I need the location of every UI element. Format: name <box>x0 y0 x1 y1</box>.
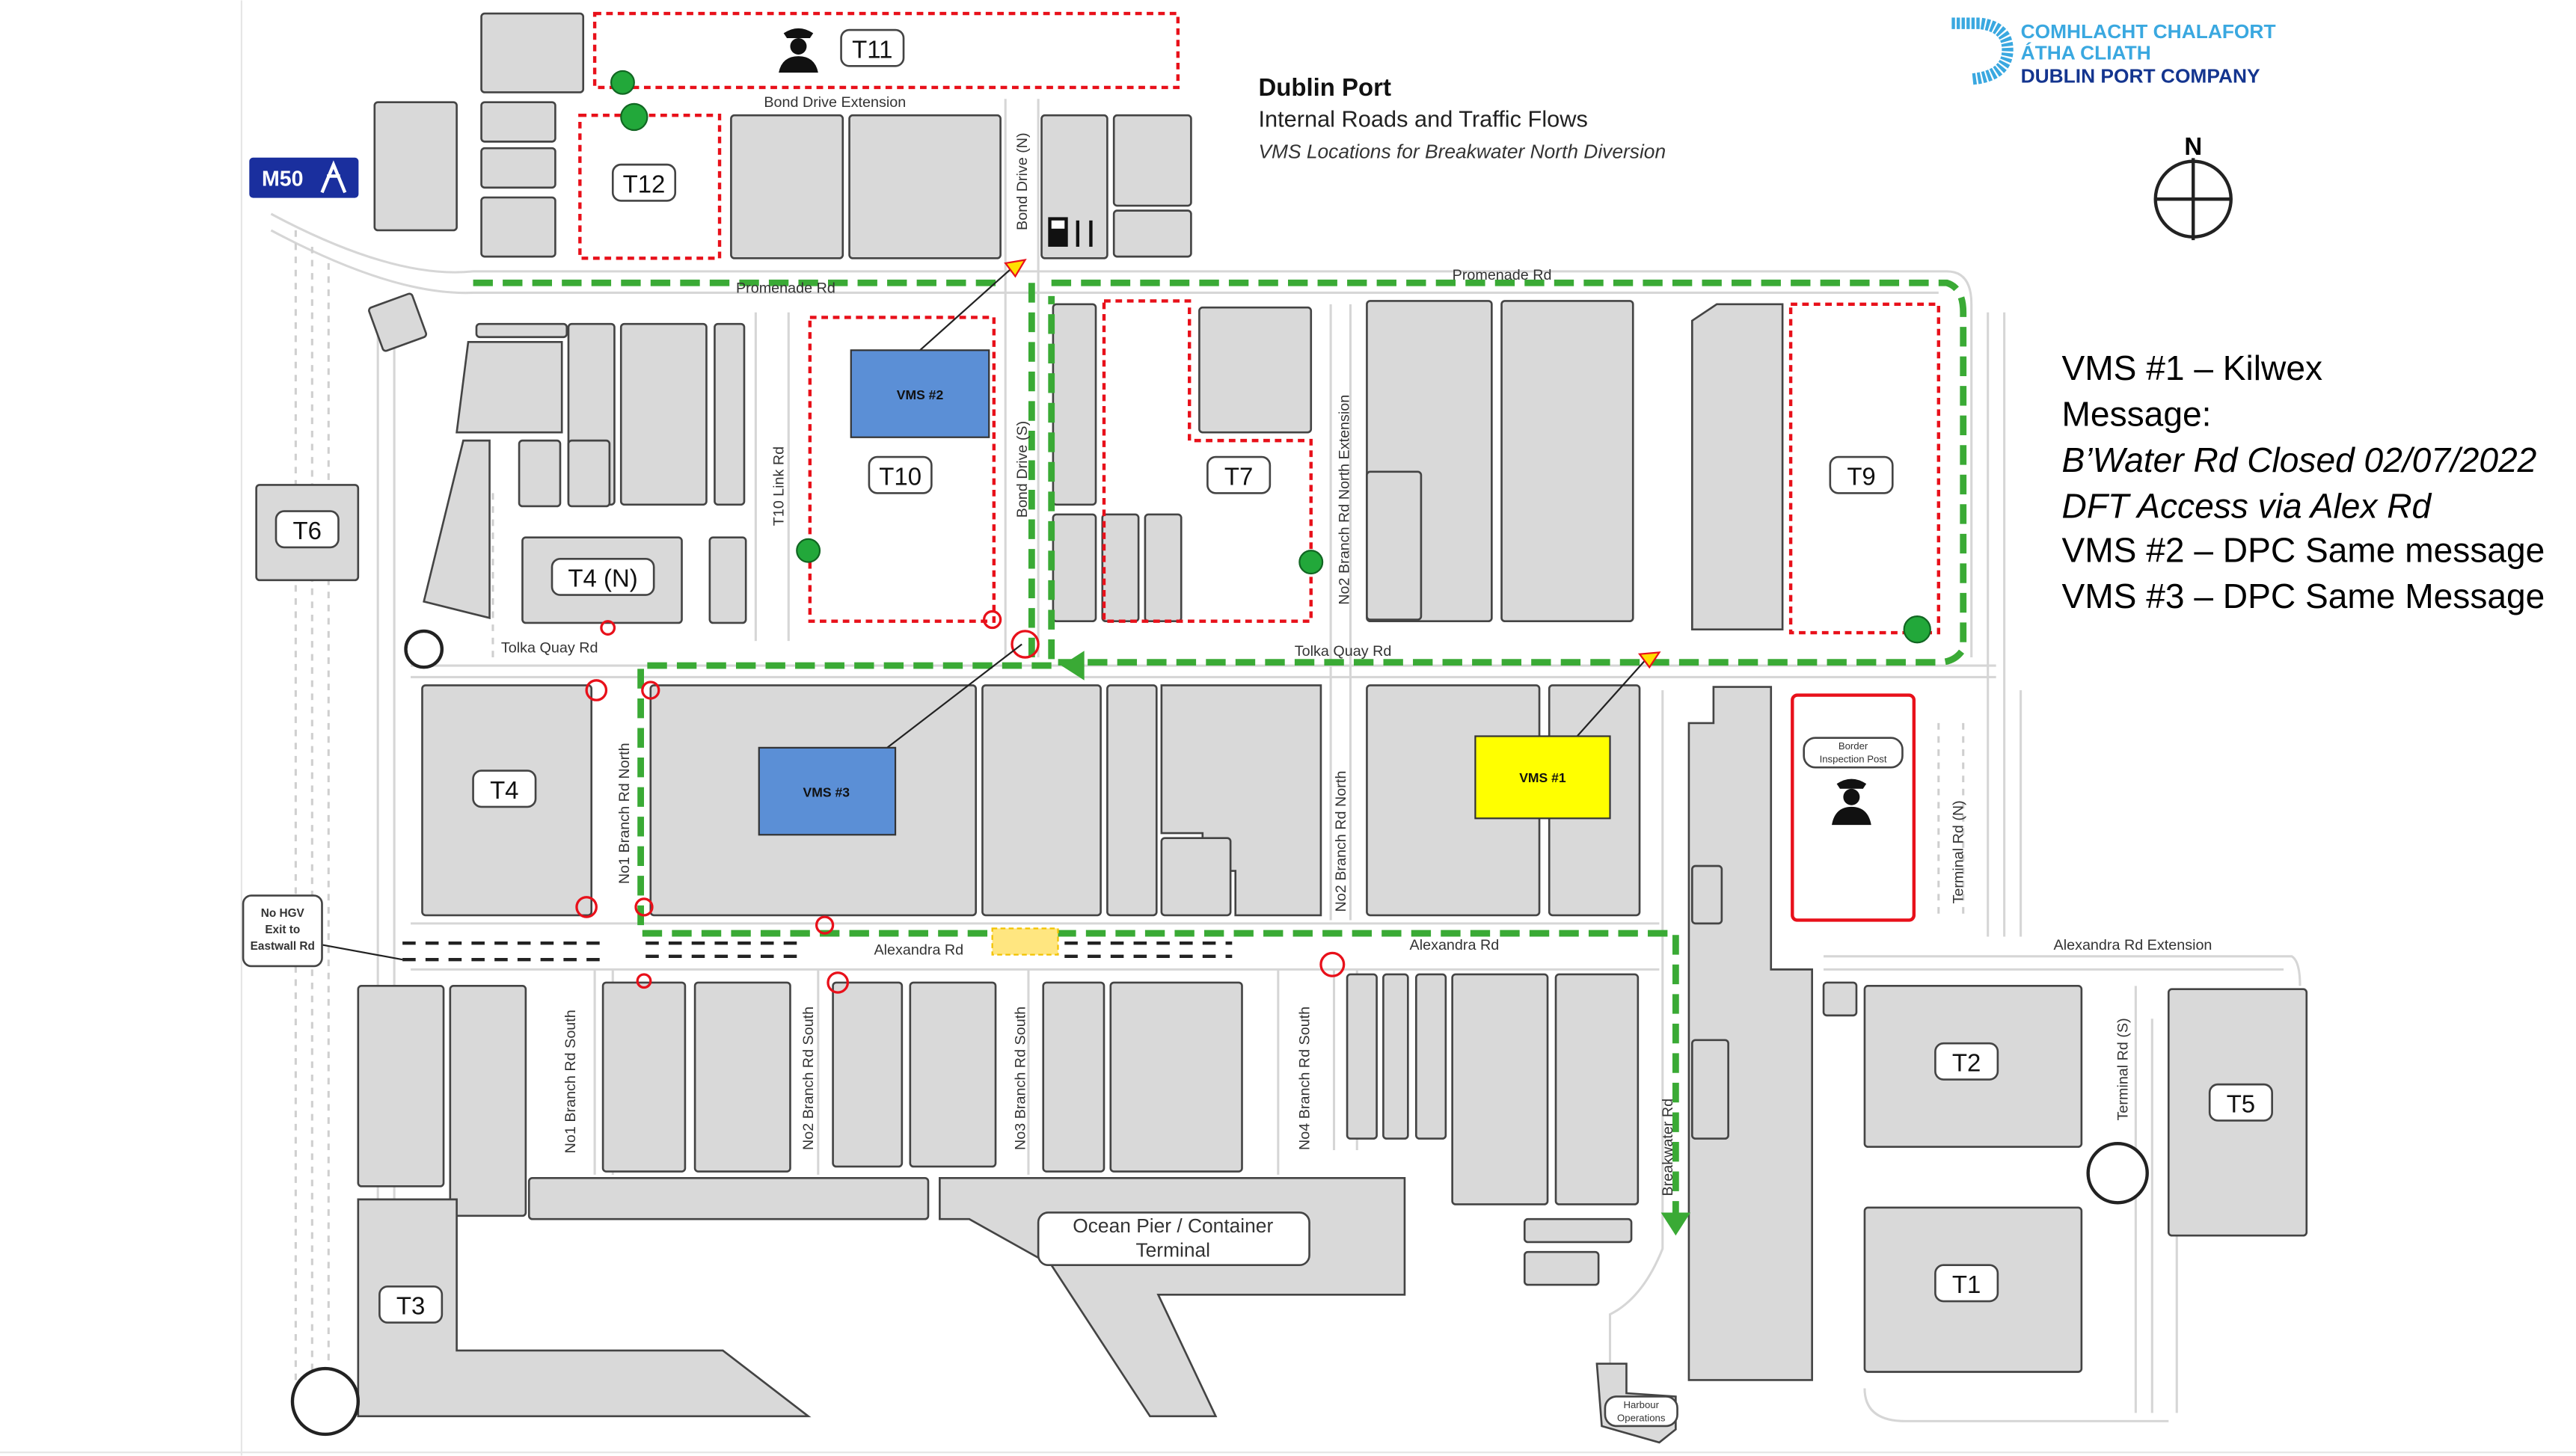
svg-text:T12: T12 <box>623 170 666 197</box>
ocean-pier-callout: Ocean Pier / Container Terminal <box>1037 1211 1310 1267</box>
vms-message-notes: VMS #1 – Kilwex Message: B’Water Rd Clos… <box>2062 348 2545 615</box>
road-labels: Bond Drive Extension Promenade Rd Promen… <box>501 94 2212 1196</box>
svg-text:T10: T10 <box>879 462 921 490</box>
svg-text:VMS #3 – DPC Same Message: VMS #3 – DPC Same Message <box>2062 577 2545 615</box>
svg-text:Operations: Operations <box>1617 1412 1666 1423</box>
vms2-leader <box>919 265 1014 351</box>
svg-text:DFT Access via Alex Rd: DFT Access via Alex Rd <box>2062 486 2432 525</box>
diversion-route <box>473 279 1967 1236</box>
svg-text:T5: T5 <box>2227 1090 2255 1117</box>
svg-text:Tolka Quay Rd: Tolka Quay Rd <box>501 639 598 656</box>
svg-text:ÁTHA CLIATH: ÁTHA CLIATH <box>2021 42 2151 64</box>
svg-text:Harbour: Harbour <box>1623 1399 1659 1410</box>
vms1-leader <box>1576 657 1649 737</box>
svg-text:No2 Branch Rd North: No2 Branch Rd North <box>1333 771 1349 912</box>
dublin-port-logo: COMHLACHT CHALAFORT ÁTHA CLIATH DUBLIN P… <box>1951 17 2276 87</box>
map-subtitle: Internal Roads and Traffic Flows <box>1258 106 1587 132</box>
svg-text:M50: M50 <box>262 168 304 191</box>
svg-text:Terminal Rd (N): Terminal Rd (N) <box>1951 800 1967 903</box>
m50-motorway-sign: M50 <box>247 155 361 200</box>
svg-text:Inspection Post: Inspection Post <box>1820 754 1887 765</box>
terminal-zones <box>578 11 1940 635</box>
svg-text:T1: T1 <box>1952 1271 1981 1298</box>
svg-text:T4 (N): T4 (N) <box>568 565 637 592</box>
svg-text:T6: T6 <box>293 517 322 544</box>
svg-text:T4: T4 <box>490 776 518 804</box>
vms3-leader <box>886 643 1022 749</box>
svg-text:DUBLIN PORT COMPANY: DUBLIN PORT COMPANY <box>2021 64 2260 87</box>
vms2-sign-icon <box>1004 259 1027 278</box>
harbour-operations-callout: Harbour Operations <box>1604 1395 1678 1428</box>
svg-text:No HGV: No HGV <box>261 907 305 920</box>
vms-location-marker <box>620 102 648 132</box>
svg-text:Bond Drive (S): Bond Drive (S) <box>1014 421 1031 518</box>
route-arrow-icon <box>1660 1212 1691 1236</box>
svg-text:Alexandra Rd Extension: Alexandra Rd Extension <box>2054 937 2212 953</box>
vms3-box <box>758 746 897 836</box>
svg-text:N: N <box>2184 132 2202 160</box>
svg-text:No2 Branch Rd North Extension: No2 Branch Rd North Extension <box>1336 395 1352 605</box>
svg-text:T7: T7 <box>1224 462 1253 490</box>
fuel-food-icon <box>1048 217 1093 247</box>
svg-text:Alexandra Rd: Alexandra Rd <box>1410 937 1500 953</box>
customs-officer-icon <box>1832 778 1871 826</box>
svg-text:B’Water Rd Closed 02/07/2022: B’Water Rd Closed 02/07/2022 <box>2062 440 2537 479</box>
no-hgv-callout: No HGV Exit to Eastwall Rd <box>242 894 403 968</box>
vms2-label: VMS #2 <box>897 387 944 402</box>
vms1-box <box>1474 735 1611 820</box>
no-hgv-barrier <box>402 942 1233 962</box>
svg-text:Alexandra Rd: Alexandra Rd <box>874 942 964 959</box>
svg-text:No1 Branch Rd South: No1 Branch Rd South <box>562 1010 579 1153</box>
vms1-sign-icon <box>1637 651 1661 669</box>
vms-location-marker <box>610 70 635 95</box>
svg-text:T2: T2 <box>1952 1049 1981 1077</box>
vms-location-marker <box>1903 615 1931 644</box>
vms-location-marker <box>1298 550 1324 575</box>
svg-text:T11: T11 <box>852 35 892 63</box>
route-arrow-icon <box>1061 651 1085 681</box>
svg-text:No1 Branch Rd North: No1 Branch Rd North <box>616 743 633 884</box>
svg-text:Exit to: Exit to <box>265 924 300 936</box>
svg-text:Breakwater Rd: Breakwater Rd <box>1660 1099 1676 1197</box>
closure-barrier <box>991 927 1059 956</box>
road-network <box>270 99 2301 1422</box>
svg-text:Message:: Message: <box>2062 394 2212 433</box>
roundabout <box>290 1366 361 1437</box>
svg-text:VMS #1 – Kilwex: VMS #1 – Kilwex <box>2062 348 2323 387</box>
motorway-icon <box>320 160 347 194</box>
svg-text:Promenade Rd: Promenade Rd <box>736 280 835 296</box>
svg-text:VMS #2 – DPC Same message: VMS #2 – DPC Same message <box>2062 531 2545 570</box>
roundabout <box>2086 1142 2149 1205</box>
svg-text:T3: T3 <box>396 1292 425 1320</box>
vms3-label: VMS #3 <box>803 785 850 800</box>
customs-officer-icon <box>779 28 818 73</box>
roundabout <box>404 629 444 669</box>
svg-text:No2 Branch Rd South: No2 Branch Rd South <box>800 1007 817 1150</box>
svg-text:T10 Link Rd: T10 Link Rd <box>771 446 788 526</box>
north-arrow-icon: N <box>2153 132 2233 241</box>
border-inspection-callout: Border Inspection Post <box>1803 737 1904 769</box>
svg-text:T9: T9 <box>1847 462 1875 490</box>
map-title: Dublin Port <box>1258 73 1391 101</box>
vms-location-marker <box>796 538 821 563</box>
svg-text:No4 Branch Rd South: No4 Branch Rd South <box>1297 1007 1313 1150</box>
vms2-box <box>850 349 990 438</box>
svg-text:COMHLACHT CHALAFORT: COMHLACHT CHALAFORT <box>2021 20 2276 43</box>
vms1-label: VMS #1 <box>1519 770 1566 785</box>
svg-text:Terminal: Terminal <box>1135 1239 1210 1262</box>
svg-text:Eastwall Rd: Eastwall Rd <box>251 940 315 953</box>
svg-text:Bond Drive Extension: Bond Drive Extension <box>764 94 906 111</box>
svg-text:Ocean Pier / Container: Ocean Pier / Container <box>1073 1214 1273 1237</box>
svg-text:Bond Drive (N): Bond Drive (N) <box>1014 132 1031 230</box>
svg-text:Terminal Rd (S): Terminal Rd (S) <box>2115 1018 2131 1120</box>
map-caption: VMS Locations for Breakwater North Diver… <box>1258 140 1666 162</box>
svg-text:No3 Branch Rd South: No3 Branch Rd South <box>1013 1007 1029 1150</box>
closure-markers <box>575 609 1346 994</box>
terminal-labels: T11 T12 T10 T7 T9 T6 T4 (N) T4 T2 T5 T1 … <box>275 28 2273 1324</box>
svg-text:Tolka Quay Rd: Tolka Quay Rd <box>1295 643 1392 660</box>
svg-text:Border: Border <box>1839 740 1868 752</box>
svg-text:Promenade Rd: Promenade Rd <box>1453 267 1552 283</box>
